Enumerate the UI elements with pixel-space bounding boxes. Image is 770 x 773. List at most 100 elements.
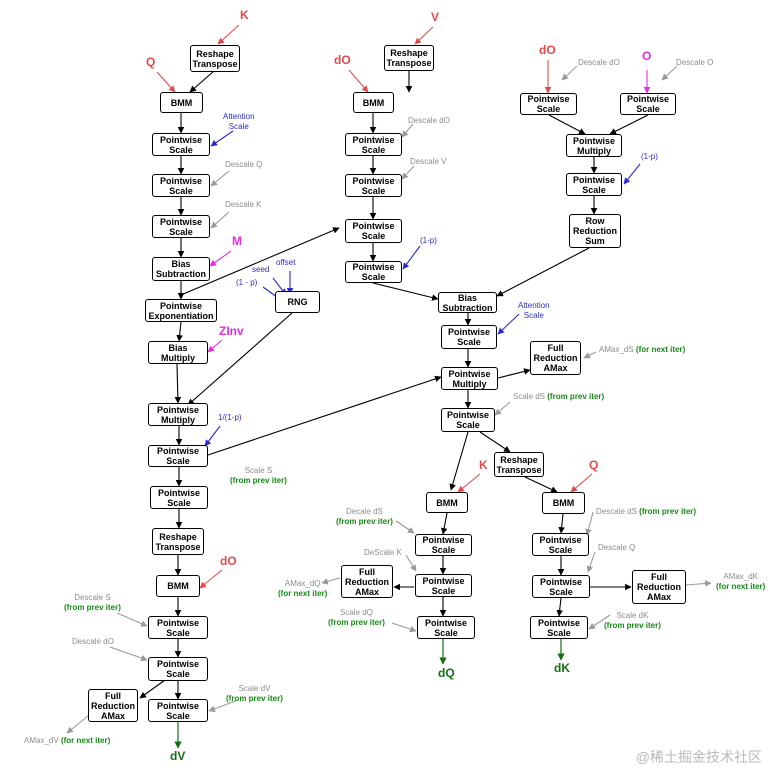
edge bbox=[321, 577, 341, 585]
edge bbox=[180, 227, 340, 296]
bmm-dov-node[interactable]: BMM bbox=[353, 92, 394, 113]
output-dv-label: dV bbox=[170, 749, 186, 763]
watermark-text: @稀土掘金技术社区 bbox=[635, 749, 762, 765]
edge bbox=[440, 512, 448, 535]
pointwise-scale-s-node[interactable]: Pointwise Scale bbox=[150, 486, 208, 509]
pointwise-scale-descale-v-node[interactable]: Pointwise Scale bbox=[345, 174, 402, 197]
edge bbox=[176, 321, 183, 342]
pointwise-scale-mid-node[interactable]: Pointwise Scale bbox=[345, 219, 402, 243]
descale-do-left-label: Descale dO bbox=[72, 637, 114, 646]
row-reduction-sum-node[interactable]: Row Reduction Sum bbox=[569, 214, 621, 248]
full-reduction-amax-dk-node[interactable]: Full Reduction AMax bbox=[632, 570, 686, 604]
pointwise-scale-one-minus-p-mid-node[interactable]: Pointwise Scale bbox=[345, 261, 402, 283]
edge bbox=[496, 247, 590, 297]
pointwise-scale-descale-ds-q-node[interactable]: Pointwise Scale bbox=[415, 534, 472, 556]
bias-subtraction-node[interactable]: Bias Subtraction bbox=[152, 257, 210, 281]
one-minus-p-right-label: (1-p) bbox=[641, 152, 658, 161]
edge bbox=[414, 26, 434, 45]
bmm-dq-node[interactable]: BMM bbox=[426, 492, 468, 513]
edge bbox=[401, 123, 414, 138]
pointwise-scale-one-minus-p-right-node[interactable]: Pointwise Scale bbox=[566, 173, 622, 196]
edge bbox=[210, 170, 230, 187]
edge bbox=[401, 165, 415, 180]
pointwise-scale-descale-q-node[interactable]: Pointwise Scale bbox=[152, 174, 210, 197]
bias-multiply-node[interactable]: Bias Multiply bbox=[148, 341, 208, 364]
input-v-label: V bbox=[431, 10, 440, 24]
bmm-dk-node[interactable]: BMM bbox=[542, 492, 585, 514]
bias-subtraction-ds-node[interactable]: Bias Subtraction bbox=[438, 292, 497, 313]
edge bbox=[391, 622, 417, 633]
descale-k-dq-label: DeScale K bbox=[364, 548, 402, 557]
edge bbox=[199, 569, 223, 589]
edge bbox=[402, 245, 421, 270]
output-dk-label: dK bbox=[554, 661, 570, 675]
descale-o-label: Descale O bbox=[676, 58, 714, 67]
edge bbox=[449, 431, 469, 491]
pointwise-scale-descale-s-node[interactable]: Pointwise Scale bbox=[148, 616, 208, 639]
descale-q-dk-label: Descale Q bbox=[598, 543, 636, 552]
pointwise-scale-descale-q-dk-node[interactable]: Pointwise Scale bbox=[532, 575, 590, 598]
reshape-transpose-k-node[interactable]: Reshape Transpose bbox=[190, 45, 240, 72]
pointwise-scale-attention-node[interactable]: Pointwise Scale bbox=[152, 133, 210, 156]
edge bbox=[524, 476, 558, 493]
seed-label: seed bbox=[252, 265, 270, 274]
edge bbox=[497, 313, 520, 335]
output-dq-label: dQ bbox=[438, 666, 455, 680]
pointwise-multiply-dropout-node[interactable]: Pointwise Multiply bbox=[148, 403, 208, 426]
pointwise-scale-descale-do-mid-node[interactable]: Pointwise Scale bbox=[345, 133, 402, 156]
reshape-transpose-s-node[interactable]: Reshape Transpose bbox=[152, 528, 204, 555]
input-k-dq-label: K bbox=[479, 458, 488, 472]
pointwise-scale-dropout-node[interactable]: Pointwise Scale bbox=[148, 445, 208, 467]
edge bbox=[207, 375, 442, 456]
pointwise-multiply-do-o-node[interactable]: Pointwise Multiply bbox=[566, 134, 622, 157]
input-q-label: Q bbox=[146, 55, 156, 69]
edge bbox=[372, 282, 439, 301]
full-reduction-amax-dq-node[interactable]: Full Reduction AMax bbox=[341, 565, 393, 598]
pointwise-scale-do-node[interactable]: Pointwise Scale bbox=[520, 93, 577, 115]
descale-q-label: Descale Q bbox=[225, 160, 263, 169]
pointwise-scale-dk-node[interactable]: Pointwise Scale bbox=[530, 616, 588, 639]
edge bbox=[174, 363, 182, 404]
edge bbox=[210, 130, 234, 147]
scale-dk-label: Scale dK (from prev iter) bbox=[604, 611, 661, 630]
pointwise-scale-attention-ds-node[interactable]: Pointwise Scale bbox=[441, 325, 497, 349]
edge bbox=[570, 473, 593, 493]
bmm-dv-node[interactable]: BMM bbox=[156, 575, 200, 597]
scale-dq-label: Scale dQ (from prev iter) bbox=[328, 608, 385, 627]
edge bbox=[348, 69, 369, 93]
edge bbox=[586, 551, 596, 573]
edge bbox=[217, 24, 240, 45]
rng-node[interactable]: RNG bbox=[275, 291, 320, 313]
pointwise-exponentiation-node[interactable]: Pointwise Exponentiation bbox=[145, 299, 217, 322]
full-reduction-amax-dv-node[interactable]: Full Reduction AMax bbox=[88, 689, 138, 722]
descale-do-right-label: Descale dO bbox=[578, 58, 620, 67]
edge bbox=[405, 554, 417, 572]
edge bbox=[395, 520, 415, 534]
pointwise-scale-dq-node[interactable]: Pointwise Scale bbox=[417, 616, 475, 639]
pointwise-multiply-ds-node[interactable]: Pointwise Multiply bbox=[441, 367, 498, 390]
edge bbox=[209, 250, 232, 267]
inv-one-minus-p-label: 1/(1-p) bbox=[218, 413, 242, 422]
pointwise-scale-descale-ds-k-node[interactable]: Pointwise Scale bbox=[532, 533, 589, 556]
reshape-transpose-ds-node[interactable]: Reshape Transpose bbox=[494, 452, 544, 477]
edge bbox=[210, 211, 230, 229]
descale-v-label: Descale V bbox=[410, 157, 447, 166]
pointwise-scale-descale-k-dq-node[interactable]: Pointwise Scale bbox=[415, 574, 472, 597]
one-minus-p-mid-label: (1-p) bbox=[420, 236, 437, 245]
scale-ds-label: Scale dS (from prev iter) bbox=[513, 392, 605, 401]
edge bbox=[561, 65, 578, 81]
edge bbox=[609, 114, 649, 135]
descale-k-label: Descale K bbox=[225, 200, 262, 209]
reshape-transpose-v-node[interactable]: Reshape Transpose bbox=[384, 45, 434, 71]
pointwise-scale-descale-do-node[interactable]: Pointwise Scale bbox=[148, 657, 208, 681]
full-reduction-amax-ds-node[interactable]: Full Reduction AMax bbox=[530, 341, 581, 375]
pointwise-scale-dv-node[interactable]: Pointwise Scale bbox=[148, 699, 208, 722]
pointwise-scale-o-node[interactable]: Pointwise Scale bbox=[620, 93, 676, 115]
edge bbox=[189, 70, 215, 93]
pointwise-scale-ds-node[interactable]: Pointwise Scale bbox=[441, 408, 495, 432]
descale-do-mid-label: Descale dO bbox=[408, 116, 450, 125]
pointwise-scale-descale-k-node[interactable]: Pointwise Scale bbox=[152, 215, 210, 238]
one-minus-p-rng-label: (1 - p) bbox=[236, 278, 258, 287]
bmm-qk-node[interactable]: BMM bbox=[160, 92, 203, 113]
edge bbox=[497, 368, 531, 379]
